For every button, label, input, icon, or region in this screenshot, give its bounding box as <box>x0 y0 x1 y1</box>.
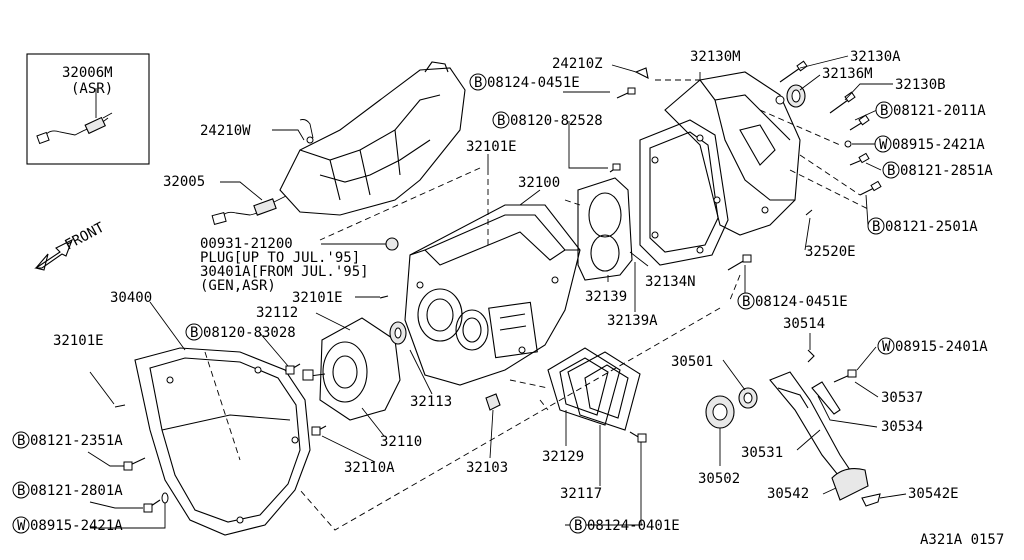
clutch-bell-housing <box>134 347 311 536</box>
callout-label: (GEN,ASR) <box>200 278 276 294</box>
leader-lines <box>87 55 907 529</box>
breather-32103 <box>485 393 501 411</box>
rear-extension-housing <box>279 61 466 216</box>
dust-cover <box>831 468 881 507</box>
prefix-badge-text: B <box>17 483 25 499</box>
callout-label: 32129 <box>542 449 584 465</box>
inset-variant: (ASR) <box>71 81 113 97</box>
callout-label: 24210W <box>200 123 251 139</box>
callout-label: 32101E <box>466 139 517 155</box>
callout-label: 32130M <box>690 49 741 65</box>
rear-case <box>664 71 801 236</box>
top-cover-32117 <box>567 351 647 443</box>
callout-label: 08121-2011A <box>893 103 986 119</box>
callout-label: 08915-2401A <box>895 339 988 355</box>
callout-label: 30400 <box>110 290 152 306</box>
callout-label: 30534 <box>881 419 923 435</box>
callout-label: 08915-2421A <box>30 518 123 534</box>
callout-label: 32139 <box>585 289 627 305</box>
callout-label: 32134N <box>645 274 696 290</box>
callout-label: 08120-82528 <box>510 113 603 129</box>
callout-label: 30514 <box>783 316 825 332</box>
assembly-lines <box>204 79 871 531</box>
callout-label: 30401A[FROM JUL.'95] <box>200 264 369 280</box>
callout-label: 32103 <box>466 460 508 476</box>
bell-housing-bolts <box>114 295 389 513</box>
prefix-badge-text: B <box>17 433 25 449</box>
prefix-badge-text: W <box>879 137 888 153</box>
callout-label: 30501 <box>671 354 713 370</box>
callout-label: 32520E <box>805 244 856 260</box>
callout-label: 08124-0401E <box>587 518 680 534</box>
prefix-badge-text: B <box>474 75 482 91</box>
prefix-badge-text: B <box>497 113 505 129</box>
callout-label: 32117 <box>560 486 602 502</box>
prefix-badge-text: B <box>880 103 888 119</box>
callout-label: 32110 <box>380 434 422 450</box>
callout-label: 30531 <box>741 445 783 461</box>
callout-label: 32113 <box>410 394 452 410</box>
transmission-case <box>404 204 581 386</box>
callout-label: 32100 <box>518 175 560 191</box>
callout-label: 32110A <box>344 460 395 476</box>
callout-label: 08121-2501A <box>885 219 978 235</box>
callout-label: 32005 <box>163 174 205 190</box>
callout-label: 30502 <box>698 471 740 487</box>
rear-case-bolts <box>609 60 882 271</box>
prefix-badge-text: B <box>190 325 198 341</box>
callout-label: 32130A <box>850 49 901 65</box>
prefix-badges: B B B W B B B B W B B W B <box>12 73 900 534</box>
callout-label: 08124-0451E <box>487 75 580 91</box>
front-label: FRONT <box>62 219 107 253</box>
callout-label: 00931-21200 <box>200 236 293 252</box>
callout-label: 08121-2351A <box>30 433 123 449</box>
seal-32113 <box>389 321 407 345</box>
callout-label: 32130B <box>895 77 946 93</box>
prefix-badge-text: B <box>872 219 880 235</box>
callout-label: 32139A <box>607 313 658 329</box>
inset-box <box>26 53 150 165</box>
figure-code: A321A 0157 <box>920 532 1004 548</box>
speed-sensor-harness <box>211 195 287 225</box>
callout-label: 08121-2851A <box>900 163 993 179</box>
callout-label: 30542E <box>908 486 959 502</box>
callout-label: 08915-2421A <box>892 137 985 153</box>
callout-label: 30542 <box>767 486 809 502</box>
prefix-badge-text: W <box>17 518 26 534</box>
front-arrow-icon <box>34 238 74 271</box>
adapter-plate <box>639 119 729 266</box>
callout-label: 32112 <box>256 305 298 321</box>
prefix-badge-text: B <box>574 518 582 534</box>
callout-label: 24210Z <box>552 56 603 72</box>
callout-label: PLUG[UP TO JUL.'95] <box>200 250 360 266</box>
gasket-32139 <box>577 177 633 281</box>
callout-label: 30537 <box>881 390 923 406</box>
prefix-badge-text: B <box>742 294 750 310</box>
inset-part-number: 32006M <box>62 65 113 81</box>
callout-label: 08124-0451E <box>755 294 848 310</box>
release-bearing <box>705 387 758 429</box>
callout-label: 08120-83028 <box>203 325 296 341</box>
prefix-badge-text: B <box>887 163 895 179</box>
callout-label: 08121-2801A <box>30 483 123 499</box>
callout-labels: 24210W 32005 24210Z 08124-0451E 08120-82… <box>30 49 993 534</box>
oil-seal-32136M <box>786 84 806 108</box>
callout-label: 32101E <box>292 290 343 306</box>
callout-label: 32101E <box>53 333 104 349</box>
prefix-badge-text: W <box>882 339 891 355</box>
top-cover-gasket <box>547 347 621 426</box>
callout-label: 32136M <box>822 66 873 82</box>
drain-plug <box>385 237 399 251</box>
bearing-retainer <box>302 317 401 421</box>
